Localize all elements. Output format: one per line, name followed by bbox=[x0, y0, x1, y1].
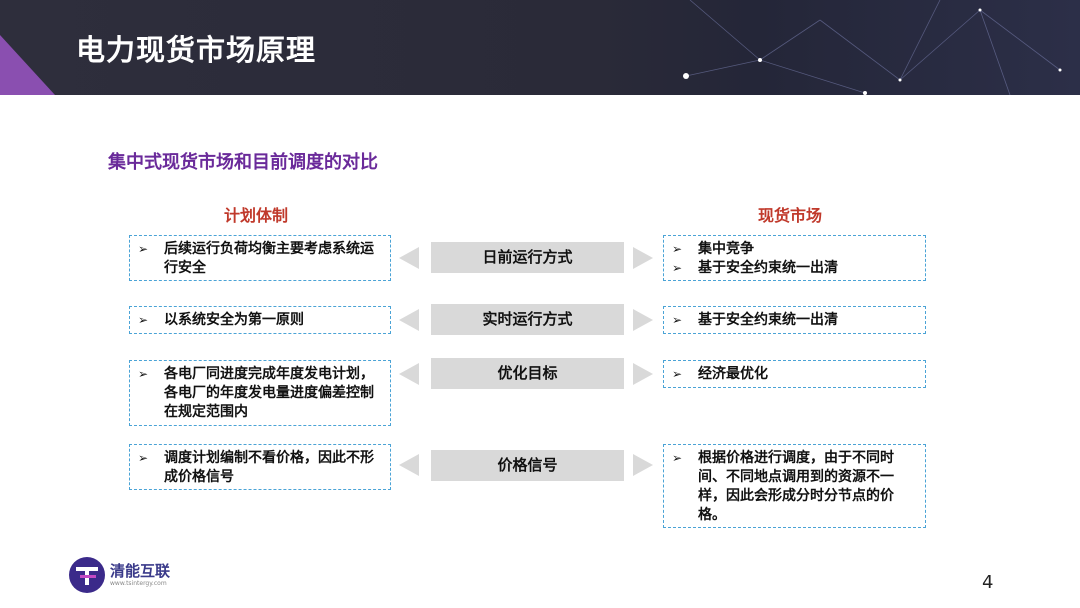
list-item: 根据价格进行调度，由于不同时间、不同地点调用到的资源不一样，因此会形成分时分节点… bbox=[672, 449, 917, 525]
network-decoration bbox=[0, 0, 1062, 95]
list-item: 经济最优化 bbox=[672, 365, 917, 384]
right-arrow-icon bbox=[633, 247, 653, 269]
list-item: 各电厂同进度完成年度发电计划，各电厂的年度发电量进度偏差控制在规定范围内 bbox=[138, 365, 382, 422]
plan-box-1: 后续运行负荷均衡主要考虑系统运行安全 bbox=[129, 235, 391, 281]
company-url: www.tsintergy.com bbox=[110, 580, 167, 587]
spot-box-4: 根据价格进行调度，由于不同时间、不同地点调用到的资源不一样，因此会形成分时分节点… bbox=[663, 444, 926, 528]
list-item: 以系统安全为第一原则 bbox=[138, 311, 382, 330]
plan-box-2: 以系统安全为第一原则 bbox=[129, 306, 391, 334]
right-arrow-icon bbox=[633, 309, 653, 331]
column-head-plan: 计划体制 bbox=[224, 206, 289, 225]
left-arrow-icon bbox=[399, 363, 419, 385]
compare-label-4: 价格信号 bbox=[431, 450, 624, 481]
left-arrow-icon bbox=[399, 454, 419, 476]
spot-box-1: 集中竞争 基于安全约束统一出清 bbox=[663, 235, 926, 281]
company-name: 清能互联 bbox=[110, 562, 171, 580]
list-item: 基于安全约束统一出清 bbox=[672, 311, 917, 330]
page-title: 电力现货市场原理 bbox=[76, 33, 317, 67]
header-banner bbox=[0, 0, 1080, 95]
right-arrow-icon bbox=[633, 454, 653, 476]
plan-box-4: 调度计划编制不看价格，因此不形成价格信号 bbox=[129, 444, 391, 490]
list-item: 调度计划编制不看价格，因此不形成价格信号 bbox=[138, 449, 382, 487]
page-number: 4 bbox=[982, 572, 994, 593]
compare-label-3: 优化目标 bbox=[431, 358, 624, 389]
plan-box-3: 各电厂同进度完成年度发电计划，各电厂的年度发电量进度偏差控制在规定范围内 bbox=[129, 360, 391, 426]
section-subtitle: 集中式现货市场和目前调度的对比 bbox=[108, 152, 378, 173]
left-arrow-icon bbox=[399, 247, 419, 269]
left-arrow-icon bbox=[399, 309, 419, 331]
company-logo-icon bbox=[69, 557, 105, 593]
list-item: 基于安全约束统一出清 bbox=[672, 259, 917, 278]
list-item: 集中竞争 bbox=[672, 240, 917, 259]
compare-label-2: 实时运行方式 bbox=[431, 304, 624, 335]
right-arrow-icon bbox=[633, 363, 653, 385]
column-head-spot: 现货市场 bbox=[758, 206, 823, 225]
list-item: 后续运行负荷均衡主要考虑系统运行安全 bbox=[138, 240, 382, 278]
spot-box-3: 经济最优化 bbox=[663, 360, 926, 388]
compare-label-1: 日前运行方式 bbox=[431, 242, 624, 273]
spot-box-2: 基于安全约束统一出清 bbox=[663, 306, 926, 334]
